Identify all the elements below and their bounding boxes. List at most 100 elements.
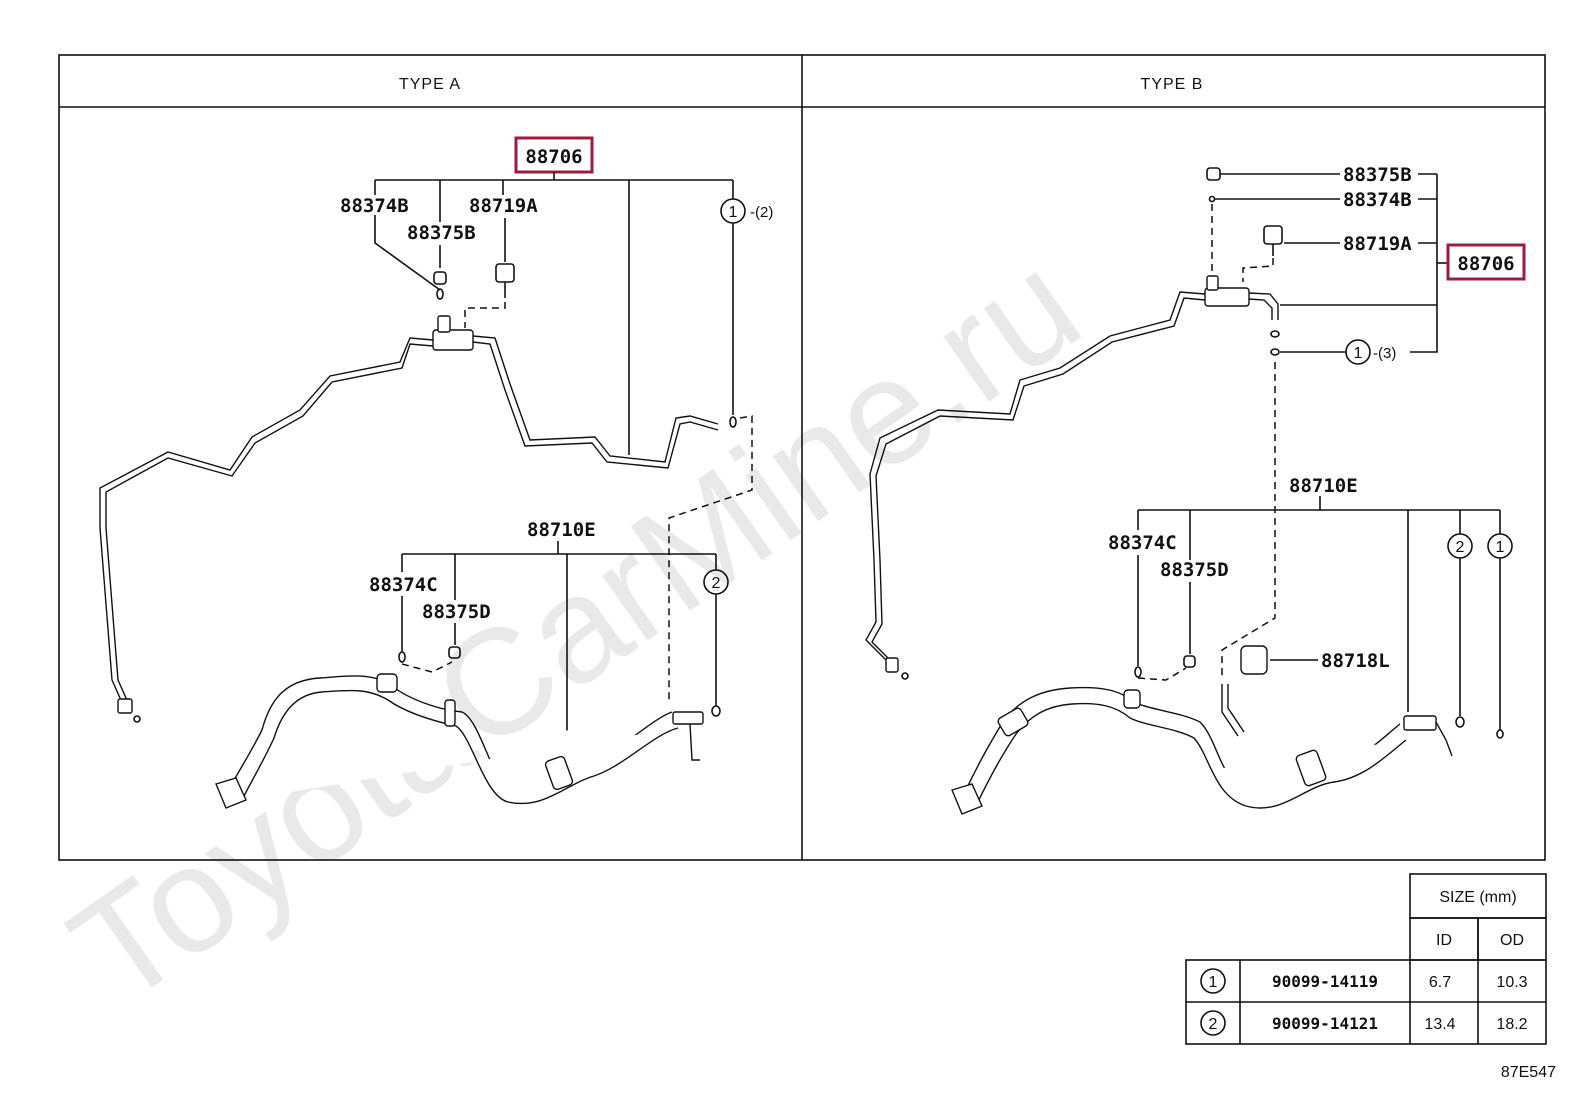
panel-a-part-88719a[interactable]: 88719A	[469, 195, 538, 217]
panel-b-dashed-connection	[1221, 362, 1276, 680]
panel-b-oring-icon	[1455, 716, 1465, 728]
size-table-col-od: OD	[1500, 932, 1524, 949]
panel-a-hose-end-fitting	[215, 777, 247, 809]
panel-a-valve-core-icon	[436, 288, 444, 300]
panel-a-oring-icon	[711, 705, 721, 717]
panel-a-pressure-switch-icon	[495, 263, 515, 283]
size-table-od-value: 18.2	[1496, 1016, 1527, 1033]
panel-b-part-88375d[interactable]: 88375D	[1160, 559, 1229, 581]
panel-a-part-88374b[interactable]: 88374B	[340, 195, 409, 217]
panel-b-part-88374c[interactable]: 88374C	[1108, 532, 1177, 554]
panel-a-cap-icon	[448, 646, 461, 659]
panel-a-hose-port	[376, 673, 398, 693]
panel-b: 88375B 88374B 88719A 88706 1 -(3)	[865, 164, 1526, 815]
panel-b-service-port-block	[1204, 287, 1250, 307]
panel-b-valve-core-icon	[1208, 195, 1216, 203]
panel-b-assy-highlight	[1446, 243, 1526, 281]
size-table-part-no[interactable]: 90099-14119	[1272, 972, 1378, 991]
panel-b-hose-flange-bracket	[1435, 721, 1453, 757]
panel-a-valve-core-icon	[398, 651, 406, 663]
panel-b-oring-ref3: 1	[1496, 539, 1505, 556]
panel-a-oring-icon	[729, 416, 737, 428]
size-table-title: SIZE (mm)	[1439, 889, 1516, 906]
panel-a-part-88375b[interactable]: 88375B	[407, 222, 476, 244]
panel-a-tube-left-outer	[105, 343, 434, 708]
panel-a-part-88706[interactable]: 88706	[525, 146, 582, 168]
panel-b-oring-icon	[1270, 348, 1280, 356]
panel-a-part-88374c[interactable]: 88374C	[369, 574, 438, 596]
panel-b-hose-clamp	[997, 707, 1029, 737]
panel-b-cap-icon	[1183, 655, 1196, 668]
panel-b-part-88719a[interactable]: 88719A	[1343, 233, 1412, 255]
panel-b-oring-ref-circle	[1345, 339, 1371, 365]
size-table-ref: 2	[1209, 1016, 1218, 1033]
table-row: 1 90099-14119 6.7 10.3	[1200, 968, 1528, 994]
panel-a-dashed-connection	[668, 415, 753, 700]
panel-a-tube-right-outer	[472, 341, 719, 469]
size-table-part-no[interactable]: 90099-14121	[1272, 1014, 1378, 1033]
table-row: 2 90099-14121 13.4 18.2	[1200, 1010, 1528, 1036]
panel-b-hose-flange	[1403, 715, 1437, 731]
panel-b-oring-icon	[1270, 330, 1280, 338]
panel-b-oring-ref2: 2	[1456, 539, 1465, 556]
panel-b-part-88375b[interactable]: 88375B	[1343, 164, 1412, 186]
panel-b-title: TYPE B	[1141, 76, 1204, 93]
panel-b-cap-icon	[1206, 167, 1221, 181]
panel-b-part-88718l[interactable]: 88718L	[1321, 650, 1390, 672]
panel-a-hose-flange	[672, 711, 704, 725]
panel-a-cap-icon	[433, 271, 447, 285]
panel-b-sensor-icon	[1240, 645, 1268, 675]
panel-a-oring-ref: 1	[729, 204, 738, 221]
panel-a-oring-qty: -(2)	[750, 204, 773, 221]
panel-a-dashed-leader	[464, 302, 506, 328]
panel-a-service-port-block	[432, 329, 474, 351]
panel-b-dashed-leader	[1242, 258, 1274, 282]
panel-b-part-88710e[interactable]: 88710E	[1289, 475, 1358, 497]
panel-a-tube-left	[99, 337, 434, 708]
panel-a-part-88375d[interactable]: 88375D	[422, 601, 491, 623]
panel-a-part-88710e[interactable]: 88710E	[527, 519, 596, 541]
panel-a: 88706 88374B 88375B 88719A 1 -(2)	[99, 136, 773, 809]
watermark: ToyotaCarMine.ru	[42, 220, 1108, 1037]
panel-a-title: TYPE A	[399, 76, 461, 93]
panel-b-tube-end-oring	[901, 672, 909, 680]
panel-b-tube-right-outer	[1248, 298, 1273, 320]
panel-b-hose-damper	[1295, 749, 1327, 787]
size-table-col-id: ID	[1436, 932, 1452, 949]
panel-b-oring-qty: -(3)	[1373, 345, 1396, 362]
panel-b-oring-icon	[1496, 729, 1504, 739]
panel-a-leader	[374, 215, 441, 291]
panel-b-sensor-pipe-outer	[1227, 684, 1245, 733]
panel-b-hose-port	[1123, 689, 1141, 709]
panel-b-part-88374b[interactable]: 88374B	[1343, 189, 1412, 211]
panel-a-hose-flange-bracket	[689, 723, 700, 761]
panel-b-tube-left-outer	[871, 297, 1206, 665]
size-table-id-value: 13.4	[1424, 1016, 1455, 1033]
panel-b-tube-end-fitting	[885, 657, 899, 673]
panel-a-hose-damper	[544, 755, 574, 791]
panel-b-tube-right	[1248, 292, 1279, 320]
panel-a-tube-right	[472, 335, 719, 463]
size-table-id-value: 6.7	[1429, 974, 1451, 991]
panel-a-oring-ref2: 2	[712, 575, 721, 592]
panel-a-tube-end-fitting	[117, 698, 133, 714]
panel-b-tube-left	[865, 291, 1206, 665]
size-table-ref-circle	[1200, 1010, 1226, 1036]
panel-a-tube-end-oring	[133, 715, 141, 723]
panel-b-part-88706[interactable]: 88706	[1457, 253, 1514, 275]
size-table-ref: 1	[1209, 974, 1218, 991]
panel-b-hose-end-fitting	[951, 783, 983, 815]
panel-a-service-port	[437, 315, 451, 333]
panel-b-valve-core-icon	[1134, 666, 1142, 678]
figure-code: 87E547	[1501, 1064, 1556, 1081]
size-table-ref-circle	[1200, 968, 1226, 994]
panel-b-pressure-switch-icon	[1263, 225, 1283, 245]
panel-b-service-port	[1206, 275, 1219, 291]
panel-b-dashed-leader	[1137, 667, 1187, 681]
size-table: SIZE (mm) ID OD 1 90099-14119 6.7 10.3 2…	[1185, 873, 1547, 1045]
panel-a-hose-clamp	[444, 699, 456, 727]
panel-b-sensor-pipe	[1221, 684, 1239, 737]
size-table-od-value: 10.3	[1496, 974, 1527, 991]
panel-b-leader-bracket	[1410, 174, 1438, 353]
